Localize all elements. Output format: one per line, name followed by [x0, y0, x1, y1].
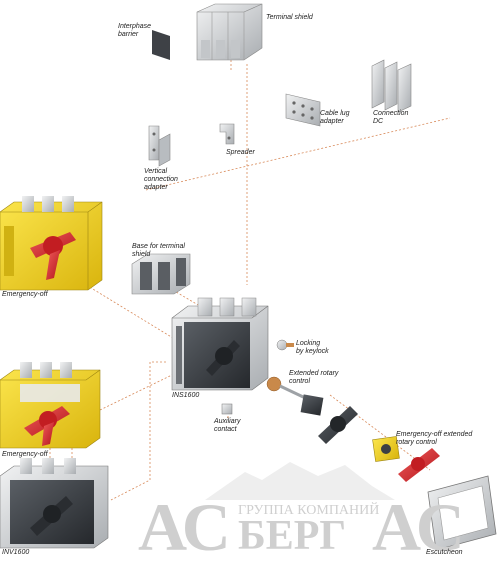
ins1600-switch-icon [171, 297, 269, 391]
watermark-brand-left: АС [138, 489, 231, 565]
extended-rotary-control-icon [266, 376, 358, 444]
vertical-connection-adapter-icon [148, 125, 171, 167]
connection-dc-icon [371, 59, 412, 113]
label-emergency-off-mid: Emergency-off [2, 451, 48, 458]
label-escutcheon: Escutcheon [426, 549, 463, 556]
keylock-icon [276, 339, 294, 351]
terminal-shield-icon [196, 3, 263, 61]
watermark-mountains [205, 462, 395, 500]
inv1600-switch-icon [0, 458, 109, 549]
emergency-off-switch-mid-icon [0, 362, 101, 449]
watermark-company: ГРУППА КОМПАНИЙ [238, 503, 380, 518]
label-terminal-shield: Terminal shield [266, 14, 313, 21]
leader-lines [49, 60, 451, 501]
watermark-brand-right: АС [372, 489, 465, 565]
label-spreader: Spreader [226, 149, 255, 156]
cable-lug-adapter-icon [285, 93, 321, 127]
interphase-barrier-icon [152, 30, 170, 60]
auxiliary-contact-icon [221, 403, 233, 415]
emergency-off-switch-top-icon [0, 196, 103, 291]
label-inv1600: INV1600 [2, 549, 30, 556]
escutcheon-icon [427, 475, 497, 551]
watermark-name: БЕРГ [238, 513, 347, 559]
emergency-off-extended-rotary-control-icon [372, 436, 440, 482]
base-terminal-shield-icon [131, 253, 191, 295]
label-emergency-off-top: Emergency-off [2, 291, 48, 298]
label-ins1600: INS1600 [172, 392, 200, 399]
spreader-icon [219, 123, 235, 145]
